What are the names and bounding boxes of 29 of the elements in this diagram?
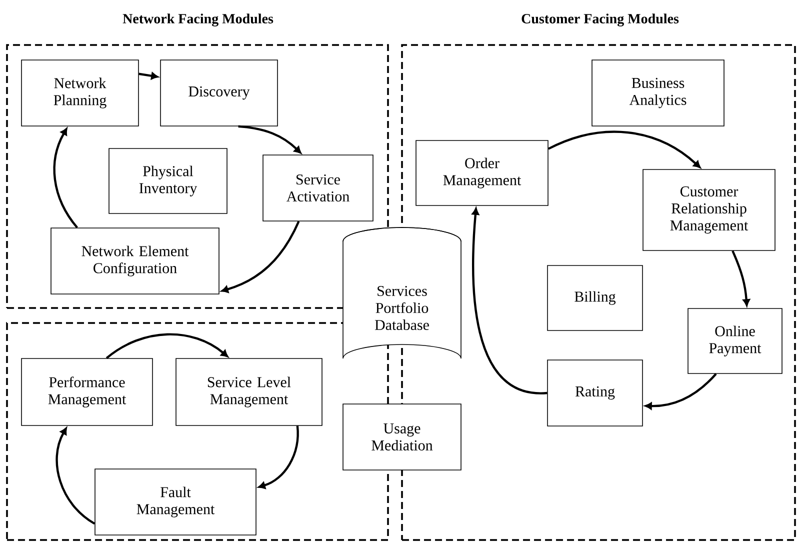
module-box: Business Analytics [592, 60, 724, 126]
arrow [56, 427, 96, 525]
arrow [106, 333, 228, 359]
module-box: Customer Relationship Management [642, 169, 776, 251]
node-label: Customer Facing Modules [522, 14, 679, 26]
module-box: Order Management [416, 140, 548, 206]
arrow [221, 220, 300, 293]
arrow [53, 128, 78, 228]
module-box: Service Activation [262, 154, 374, 222]
module-box: Billing [547, 265, 643, 331]
module-box: Physical Inventory [108, 148, 228, 214]
arrow [138, 72, 158, 80]
database-cylinder: Services Portfolio Database [342, 227, 462, 359]
arrow [732, 250, 750, 306]
arrow [258, 426, 299, 489]
arrow [644, 373, 717, 410]
module-box: Performance Management [21, 358, 153, 426]
node-label: Network Facing Modules [122, 14, 274, 26]
module-box: Online Payment [688, 308, 782, 374]
module-box: Discovery [160, 60, 278, 126]
arrow [238, 125, 302, 154]
module-box: Fault Management [94, 468, 256, 536]
module-box: Service Level Management [176, 358, 322, 426]
module-box: Rating [547, 360, 643, 426]
arrow [472, 208, 548, 394]
module-box: Usage Mediation [342, 404, 462, 470]
arrow [548, 130, 701, 168]
module-box: Network Element Configuration [50, 228, 220, 294]
module-box: Network Planning [21, 60, 139, 126]
